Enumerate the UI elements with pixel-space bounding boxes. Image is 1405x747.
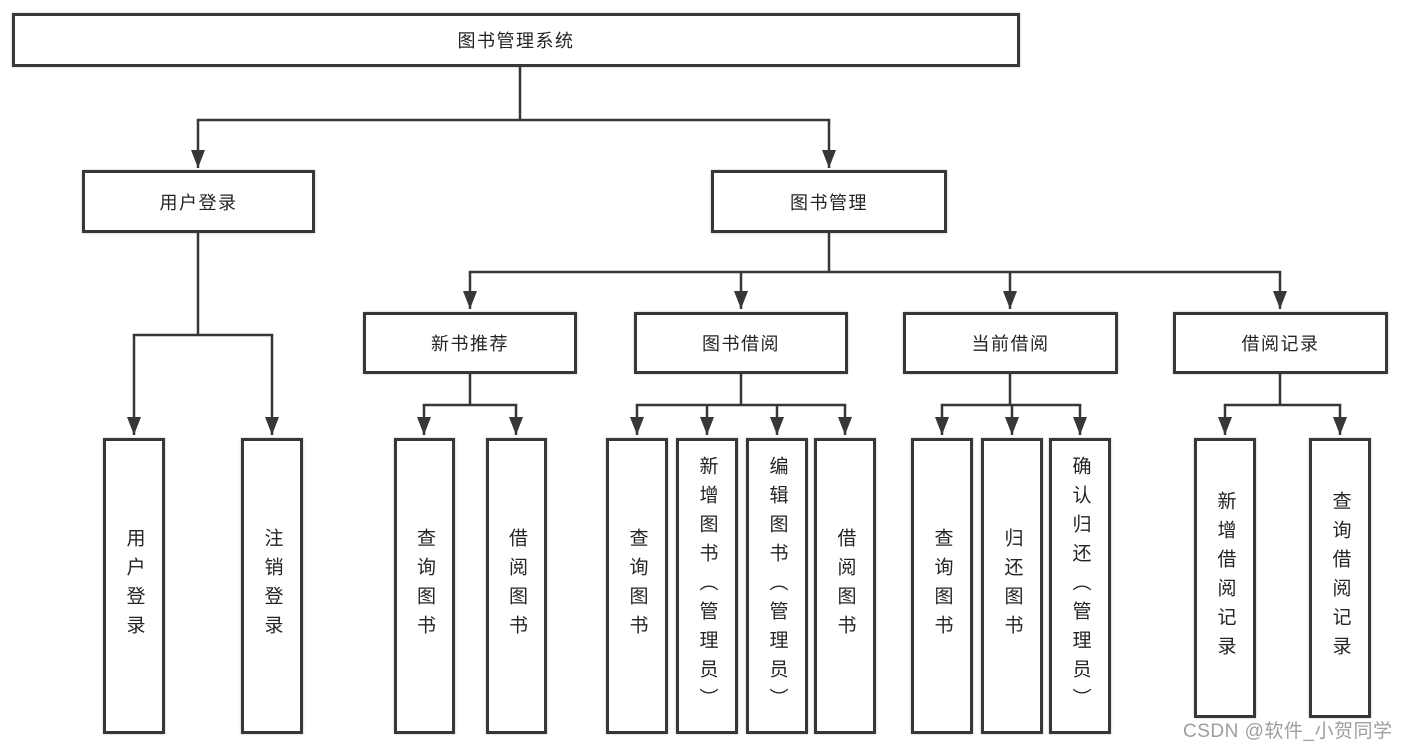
node-book-borrow: 图书借阅	[634, 312, 848, 374]
leaf-add-borrow-record: 新增借阅记录	[1194, 438, 1256, 718]
leaf-edit-books-admin: 编辑图书（管理员）	[746, 438, 808, 734]
leaf-return-books: 归还图书	[981, 438, 1043, 734]
node-current-borrow: 当前借阅	[903, 312, 1118, 374]
node-borrow-records: 借阅记录	[1173, 312, 1388, 374]
leaf-query-books-current: 查询图书	[911, 438, 973, 734]
node-library-management-system: 图书管理系统	[12, 13, 1020, 67]
leaf-confirm-return-admin: 确认归还（管理员）	[1049, 438, 1111, 734]
leaf-borrow-books: 借阅图书	[814, 438, 876, 734]
leaf-query-books-recommend: 查询图书	[394, 438, 455, 734]
leaf-query-borrow-record: 查询借阅记录	[1309, 438, 1371, 718]
leaf-query-books-borrow: 查询图书	[606, 438, 668, 734]
node-new-book-recommend: 新书推荐	[363, 312, 577, 374]
node-user-login: 用户登录	[82, 170, 315, 233]
leaf-add-books-admin: 新增图书（管理员）	[676, 438, 738, 734]
node-book-management: 图书管理	[711, 170, 947, 233]
leaf-logout: 注销登录	[241, 438, 303, 734]
csdn-watermark: CSDN @软件_小贺同学	[1183, 721, 1393, 742]
leaf-borrow-books-recommend: 借阅图书	[486, 438, 547, 734]
leaf-user-login: 用户登录	[103, 438, 165, 734]
